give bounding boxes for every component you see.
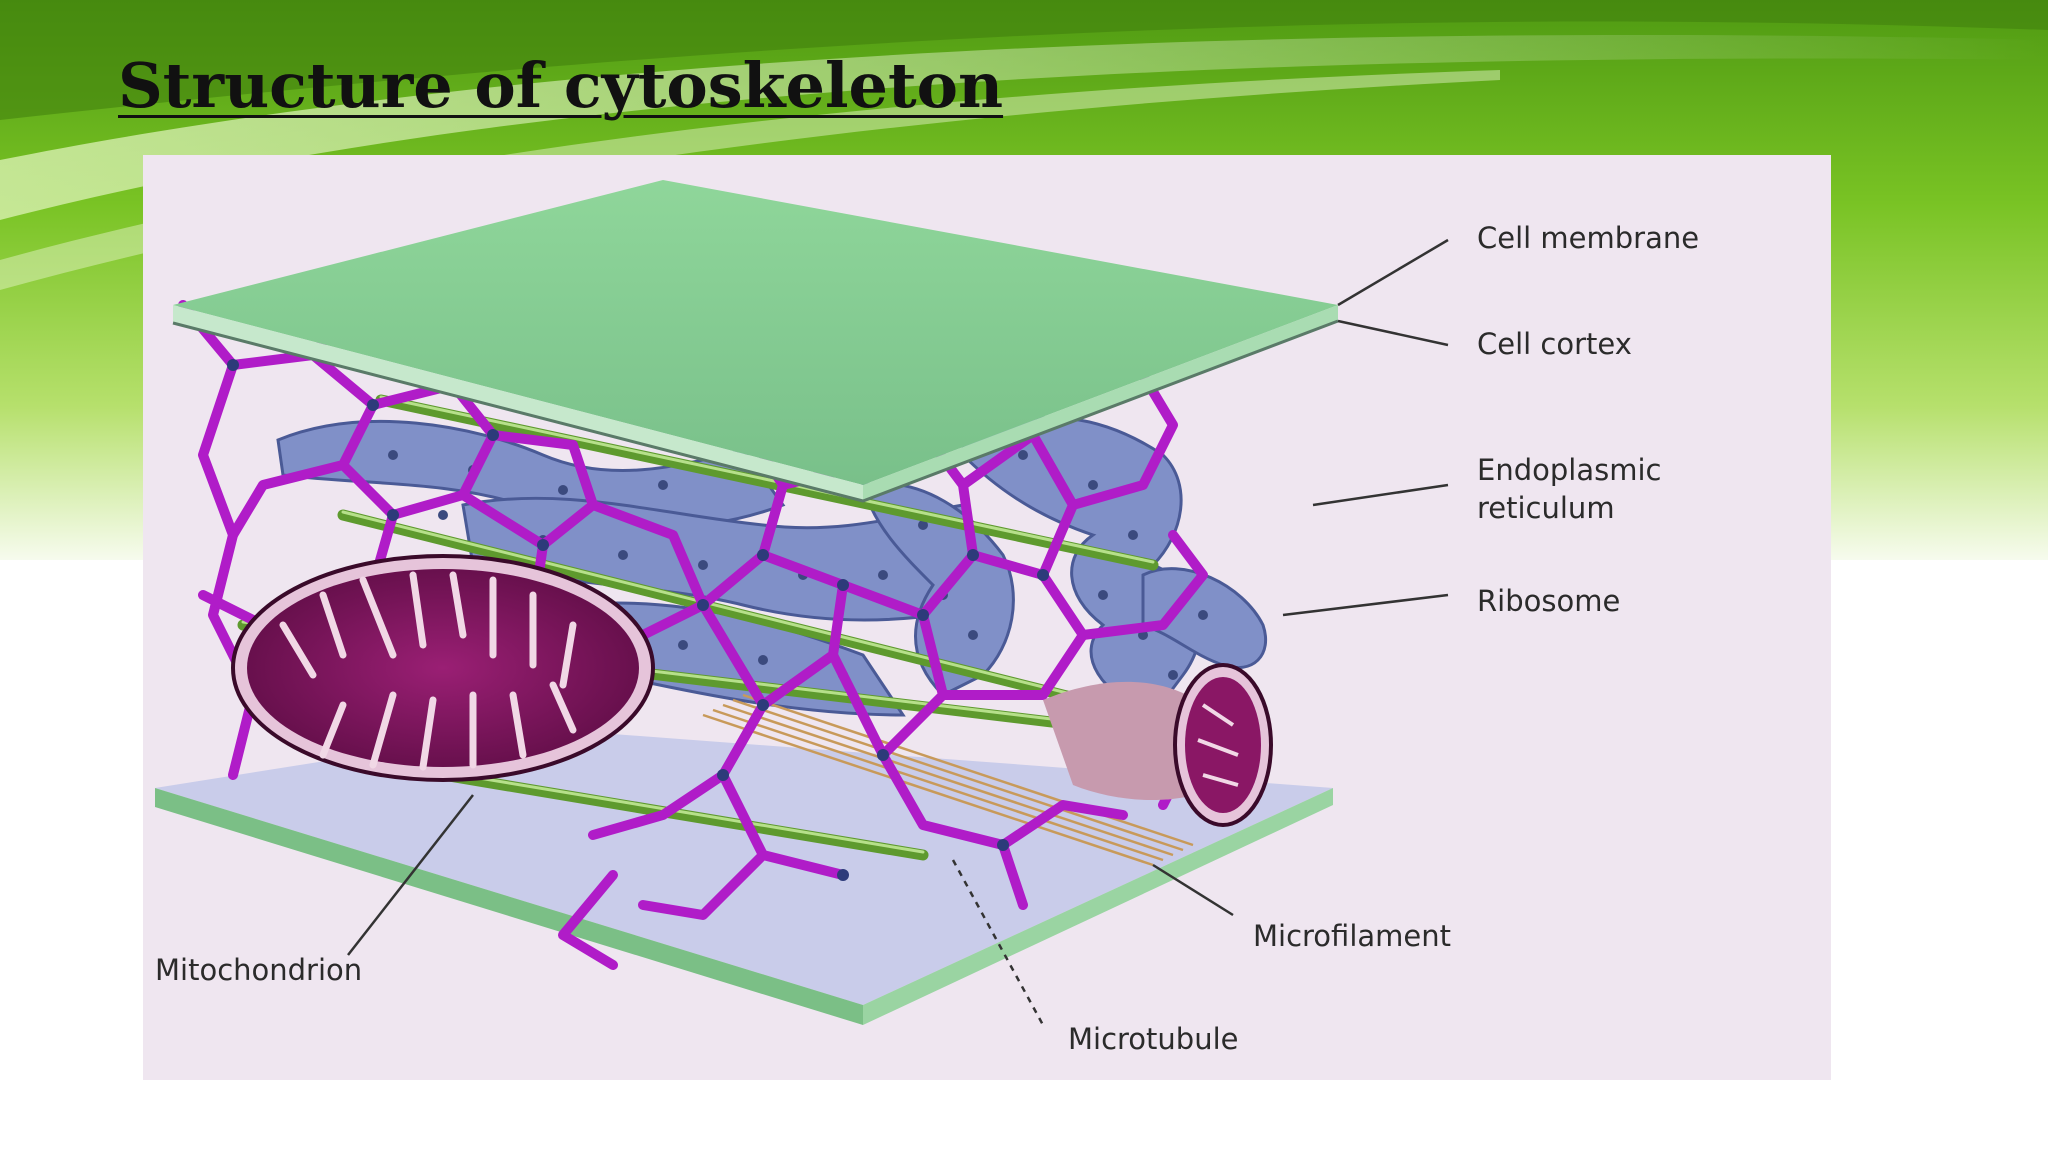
label-cell-cortex: Cell cortex [1477, 327, 1632, 361]
cytoskeleton-diagram: Cell membrane Cell cortex Endoplasmic re… [143, 155, 1831, 1080]
label-ribosome: Ribosome [1477, 584, 1621, 618]
label-mitochondrion: Mitochondrion [155, 953, 363, 987]
label-microtubule: Microtubule [1068, 1022, 1239, 1056]
bottom-membrane-plate [155, 728, 1333, 1025]
microfilament-bundle [702, 693, 1194, 867]
label-leader-lines [347, 238, 1449, 1026]
label-microfilament: Microfilament [1253, 919, 1451, 953]
mitochondrion [231, 554, 655, 782]
label-endoplasmic-reticulum-line2: reticulum [1477, 491, 1615, 525]
slide-title: Structure of cytoskeleton [118, 49, 1004, 122]
cell-membrane-plate [172, 180, 1339, 503]
label-endoplasmic-reticulum-line1: Endoplasmic [1477, 453, 1662, 487]
label-cell-membrane: Cell membrane [1477, 221, 1700, 255]
mitochondrion-cut-end [1043, 663, 1273, 827]
